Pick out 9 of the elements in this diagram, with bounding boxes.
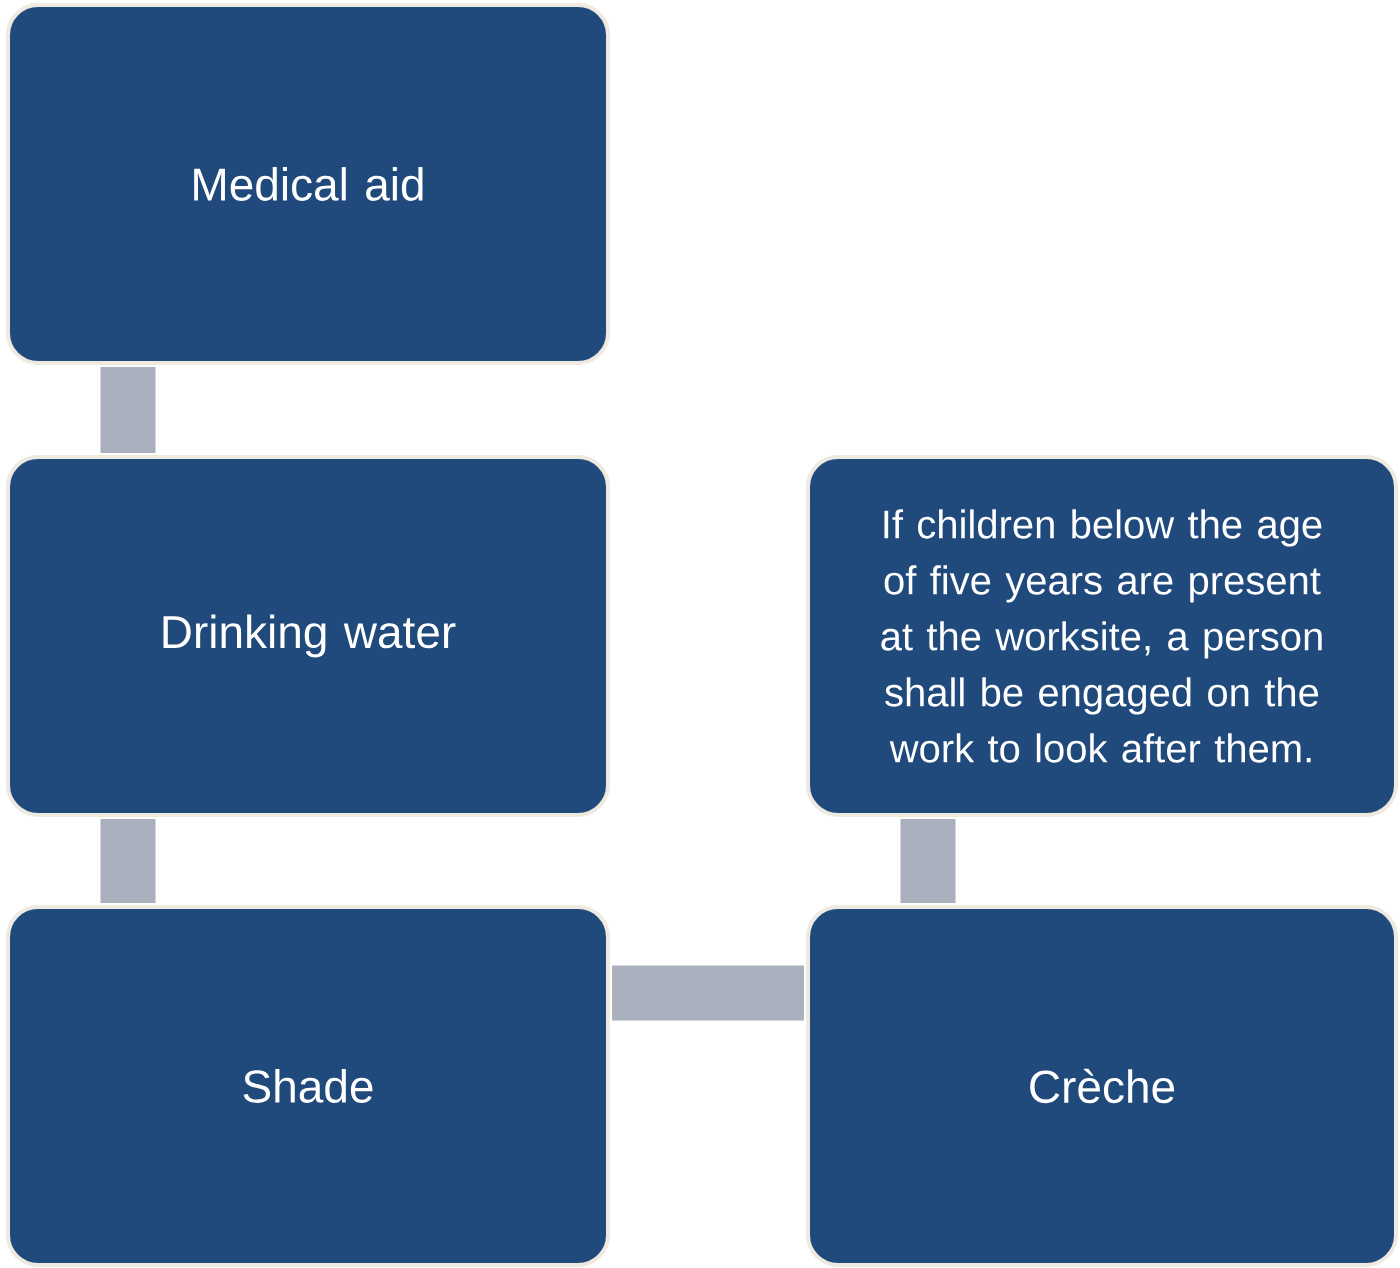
process-box: Drinking water (6, 455, 610, 817)
connector (900, 819, 956, 903)
connector (100, 819, 156, 903)
process-box: If children below the age of five years are present at the worksite, a person shall be engaged on the work to look after them. (806, 455, 1398, 817)
process-box: Medical aid (6, 3, 610, 365)
connector (100, 367, 156, 453)
process-box: Crèche (806, 905, 1398, 1267)
process-box: Shade (6, 905, 610, 1267)
connector (612, 965, 804, 1021)
